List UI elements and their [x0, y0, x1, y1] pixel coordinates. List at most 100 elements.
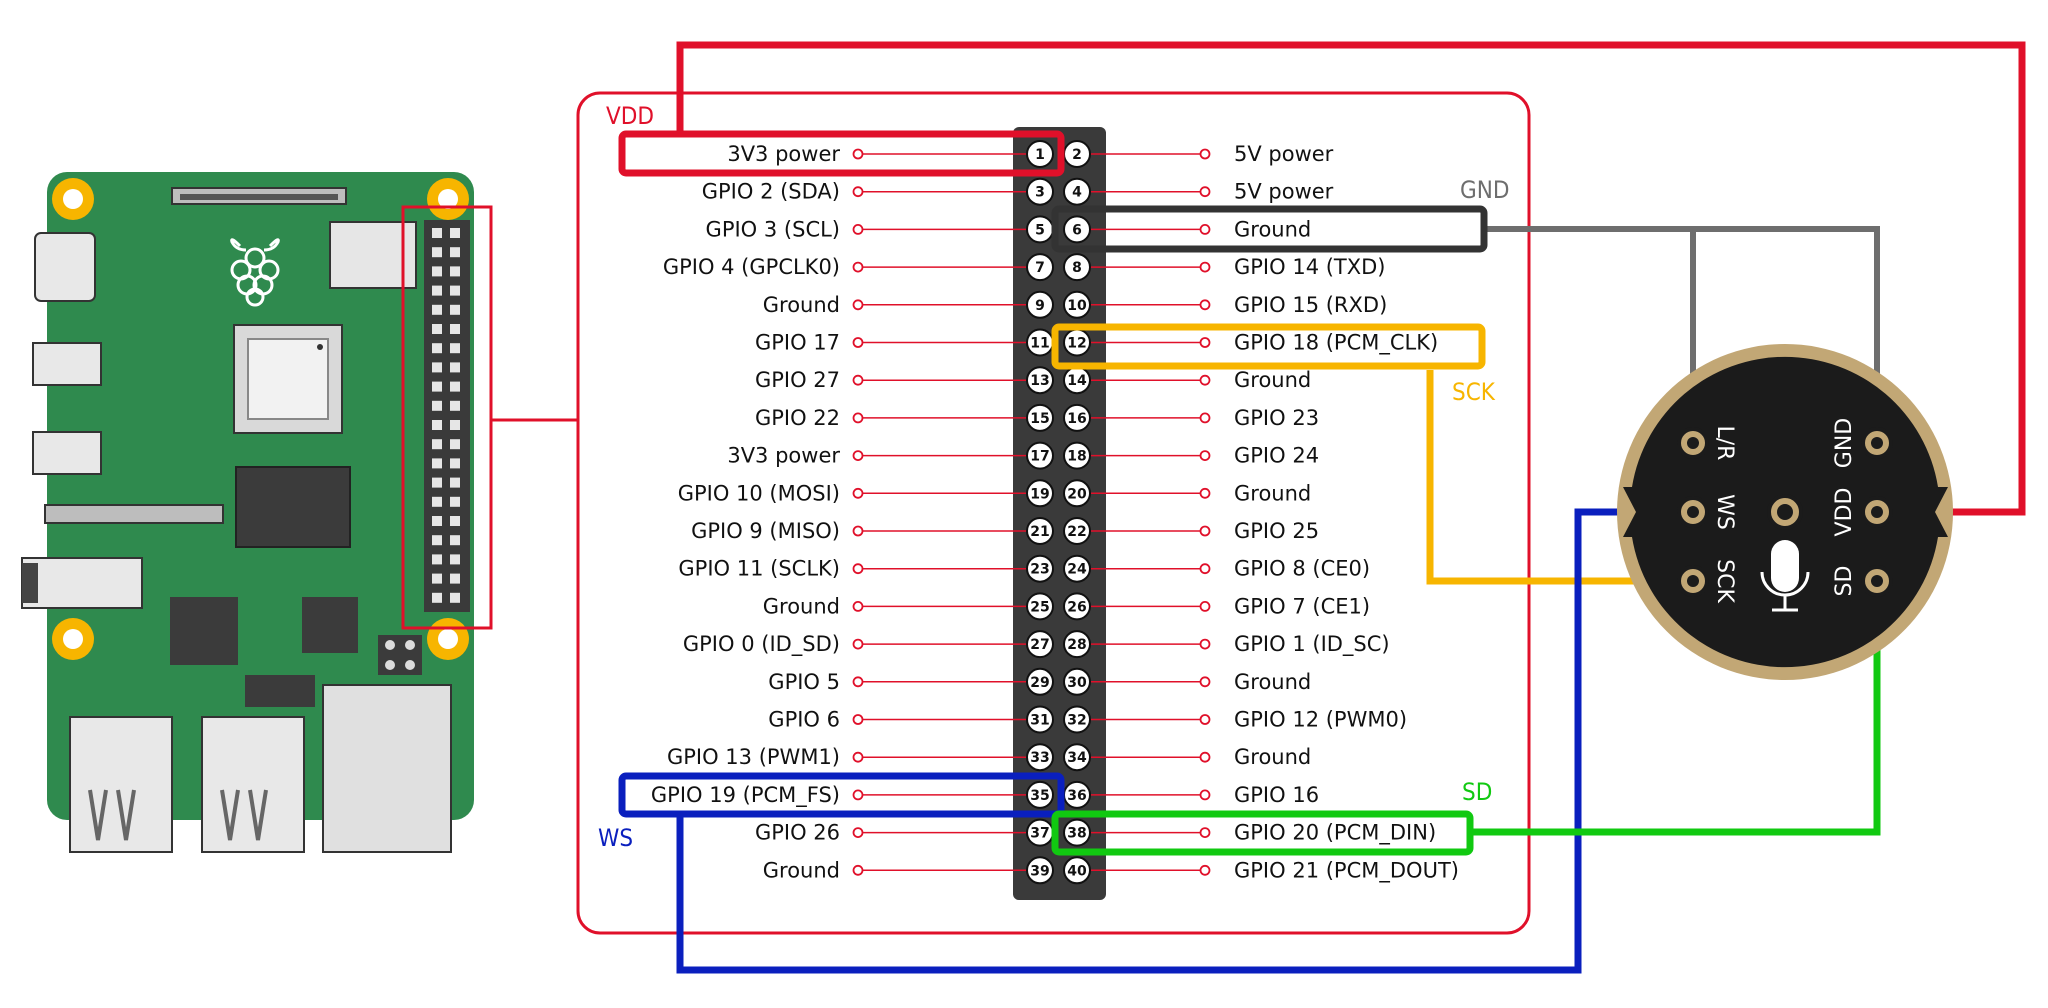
board-pin	[450, 592, 460, 603]
pin-label: GPIO 25	[1234, 519, 1319, 543]
board-pin	[432, 535, 442, 546]
gnd-highlight-box	[1051, 205, 1488, 253]
pin-leader-dot	[1199, 864, 1211, 876]
mic-label-gnd: GND	[1832, 418, 1857, 468]
pin-circle	[1026, 667, 1054, 696]
pin-circle	[1026, 743, 1054, 772]
pin-number: 6	[1072, 222, 1082, 238]
pin-label: GPIO 6	[768, 708, 840, 732]
wires	[676, 41, 2026, 974]
camera-connector	[44, 504, 224, 524]
pin-label: Ground	[1234, 670, 1311, 694]
pin-label: Ground	[1234, 745, 1311, 769]
pin-leader-dot	[852, 148, 864, 160]
pin-label: GPIO 10 (MOSI)	[678, 481, 840, 505]
pin-number: 32	[1067, 713, 1086, 729]
pin-leader-dot	[1199, 261, 1211, 273]
pin-leader-dot	[852, 487, 864, 499]
pin-number: 8	[1072, 260, 1082, 276]
board-pin	[450, 381, 460, 392]
pin-leader-dot	[852, 714, 864, 725]
pin-circle	[1063, 177, 1091, 206]
pin-label: GPIO 26	[755, 821, 840, 845]
ws-highlight-box	[618, 772, 1065, 818]
usb-c-port	[34, 232, 96, 302]
pin-circle	[1026, 403, 1054, 432]
pin-circle	[1063, 441, 1091, 470]
pin-leader-dot	[852, 412, 864, 424]
board-pin	[432, 400, 442, 411]
pin-label: Ground	[763, 858, 840, 882]
pin-label: GPIO 19 (PCM_FS)	[651, 783, 840, 808]
pin-number: 28	[1067, 637, 1086, 653]
pin-label: GPIO 2 (SDA)	[702, 180, 840, 204]
board-pin	[432, 420, 442, 430]
usb-port-1	[69, 716, 173, 853]
pin-number: 16	[1067, 411, 1086, 427]
pin-label: Ground	[1234, 481, 1311, 505]
pin-leader-dot	[852, 261, 864, 273]
ws-tag: WS	[598, 824, 633, 852]
pin-circle	[1026, 177, 1054, 206]
pin-leader-dot	[1199, 487, 1211, 499]
pin-label: GPIO 13 (PWM1)	[667, 745, 840, 769]
board-pin	[450, 324, 460, 334]
pin-number: 19	[1030, 486, 1049, 502]
pin-label: 5V power	[1234, 180, 1334, 204]
pin-circle	[1063, 743, 1091, 772]
pin-leader-dot	[852, 450, 864, 462]
pin-number: 35	[1030, 788, 1049, 804]
board-pin	[432, 247, 442, 258]
i2s-microphone-module: L/R WS SCK GND VDD SD	[1617, 344, 1953, 680]
pin-number: 26	[1067, 599, 1086, 615]
pin-circle	[1063, 856, 1091, 885]
pin-number: 7	[1035, 260, 1045, 276]
pin-label: GPIO 17	[755, 331, 840, 355]
pin-circle	[1063, 818, 1091, 847]
pin-35: 35 GPIO 19 (PCM_FS)	[651, 780, 1054, 809]
board-gpio-header	[424, 220, 470, 612]
pin-label: Ground	[1234, 217, 1311, 241]
pin-leader-dot	[1199, 223, 1211, 235]
pin-label: GPIO 22	[755, 406, 840, 430]
pin-leader-dot	[1199, 601, 1211, 612]
pin-leader-dot	[1199, 186, 1211, 198]
board-pin	[450, 573, 460, 584]
pin-leader-dot	[852, 299, 864, 311]
mic-label-sd: SD	[1832, 566, 1857, 597]
board-pin	[450, 439, 460, 450]
board-pin	[450, 535, 460, 546]
pin-circle	[1063, 253, 1091, 282]
pin-leader-dot	[1199, 563, 1211, 575]
pin-number: 2	[1072, 147, 1082, 163]
pin-circle	[1026, 630, 1054, 659]
sd-tag: SD	[1462, 778, 1492, 806]
pin-circle	[1063, 554, 1091, 583]
pin-leader-dot	[1199, 337, 1211, 348]
board-pin	[450, 285, 460, 296]
pin-label: GPIO 4 (GPCLK0)	[663, 255, 840, 279]
pin-leader-dot	[852, 638, 864, 650]
pin-number: 14	[1067, 373, 1087, 389]
pin-circle	[1063, 517, 1091, 545]
board-pin	[450, 247, 460, 258]
microphone-icon	[1760, 540, 1810, 612]
pin-number: 27	[1030, 637, 1049, 653]
sck-tag: SCK	[1452, 378, 1496, 406]
